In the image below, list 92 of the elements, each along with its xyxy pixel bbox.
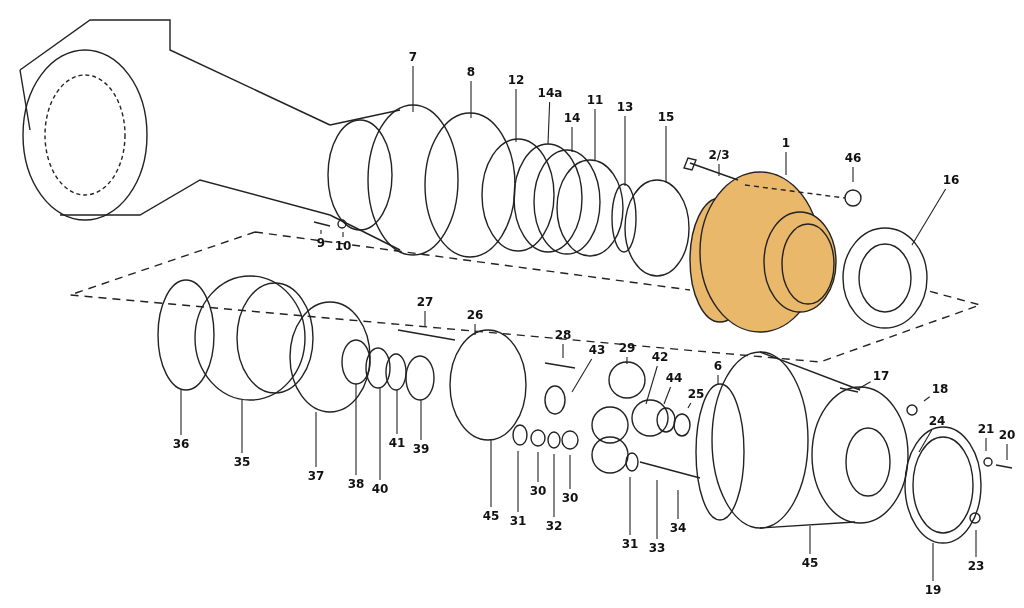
callout-number: 38 (347, 477, 365, 491)
leader-line (809, 525, 811, 555)
leader-line (562, 343, 564, 359)
callout-number: 29 (618, 341, 636, 355)
callout-number: 12 (507, 73, 525, 87)
leader-line (645, 365, 658, 405)
callout-number: 16 (942, 173, 960, 187)
leader-line (717, 374, 719, 385)
callout-number: 26 (466, 308, 484, 322)
callout-number: 30 (529, 484, 547, 498)
leader-line (396, 389, 398, 435)
leader-line (656, 479, 658, 540)
leader-line (975, 529, 977, 558)
leader-line (517, 450, 519, 513)
leader-line (420, 399, 422, 441)
leader-line (985, 437, 987, 452)
leader-line (626, 356, 628, 365)
leader-line (241, 399, 243, 454)
callout-number: 21 (977, 422, 995, 436)
leader-line (663, 386, 672, 405)
callout-number: 14a (537, 86, 563, 100)
callout-number: 9 (316, 236, 326, 250)
callout-number: 35 (233, 455, 251, 469)
callout-number: 33 (648, 541, 666, 555)
callout-number: 45 (801, 556, 819, 570)
callout-number: 14 (563, 111, 581, 125)
callout-number: 17 (872, 369, 890, 383)
leader-line (355, 383, 357, 476)
callout-number: 40 (371, 482, 389, 496)
callout-number: 23 (967, 559, 985, 573)
leader-line (918, 429, 933, 453)
callout-number: 20 (998, 428, 1016, 442)
callout-number: 13 (616, 100, 634, 114)
callout-number: 42 (651, 350, 669, 364)
leader-line (515, 88, 517, 143)
callout-number: 24 (928, 414, 946, 428)
leader-line (571, 358, 593, 393)
leader-line (490, 439, 492, 508)
leader-line (624, 115, 626, 187)
callout-number: 18 (931, 382, 949, 396)
leader-line (677, 489, 679, 520)
callout-number: 28 (554, 328, 572, 342)
callout-number: 37 (307, 469, 325, 483)
callout-number: 31 (509, 514, 527, 528)
callout-number: 45 (482, 509, 500, 523)
callout-number: 27 (416, 295, 434, 309)
leader-line (315, 411, 317, 468)
callout-number: 46 (844, 151, 862, 165)
leader-line (180, 389, 182, 436)
leader-line (594, 108, 596, 162)
leader-line (852, 166, 854, 183)
leader-line (320, 229, 322, 235)
leader-line (379, 387, 381, 481)
leader-line (911, 188, 947, 246)
leader-line (569, 454, 571, 490)
callout-number: 15 (657, 110, 675, 124)
leader-line (718, 163, 720, 177)
callout-number: 25 (687, 387, 705, 401)
callout-number: 34 (669, 521, 687, 535)
leader-line (470, 80, 472, 119)
callout-number: 36 (172, 437, 190, 451)
leader-line (342, 231, 344, 238)
leader-line (785, 151, 787, 176)
callout-number: 39 (412, 442, 430, 456)
callout-number: 32 (545, 519, 563, 533)
leader-line (474, 323, 476, 336)
leader-line (932, 542, 934, 582)
leader-line (553, 453, 555, 518)
callout-number: 11 (586, 93, 604, 107)
leader-line (665, 125, 667, 183)
leader-line (537, 451, 539, 483)
leader-line (547, 101, 551, 145)
callout-number: 1 (781, 136, 791, 150)
leader-line (571, 126, 573, 153)
callout-number: 31 (621, 537, 639, 551)
leader-line (629, 476, 631, 536)
callout-number: 10 (334, 239, 352, 253)
callout-number: 19 (924, 583, 942, 597)
leader-line (857, 381, 872, 390)
leader-line (1006, 443, 1008, 461)
leader-line (687, 402, 692, 409)
leader-line (424, 310, 426, 328)
leader-line (412, 65, 414, 113)
callout-number: 43 (588, 343, 606, 357)
callout-number: 6 (713, 359, 723, 373)
callout-number: 30 (561, 491, 579, 505)
callout-number: 8 (466, 65, 476, 79)
leader-line (923, 396, 931, 402)
callout-number: 44 (665, 371, 683, 385)
callout-number: 7 (408, 50, 418, 64)
callout-number: 41 (388, 436, 406, 450)
callout-number: 2/3 (708, 148, 730, 162)
